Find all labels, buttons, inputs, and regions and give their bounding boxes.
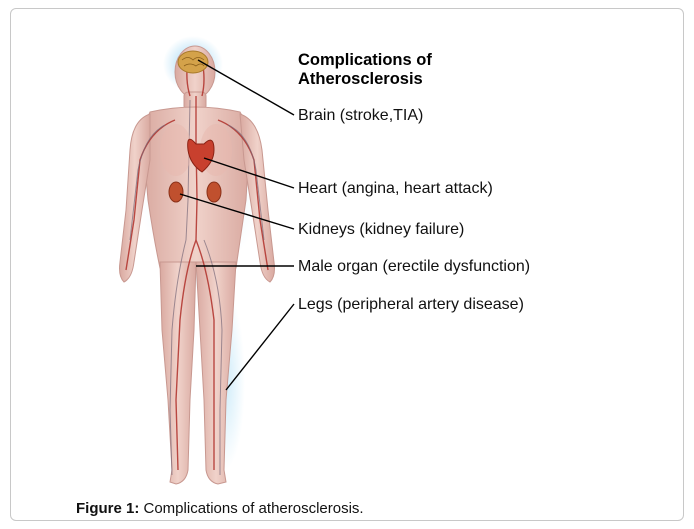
label-legs: Legs (peripheral artery disease): [298, 296, 524, 314]
label-male-organ: Male organ (erectile dysfunction): [298, 258, 530, 276]
figure-caption: Figure 1: Complications of atheroscleros…: [76, 500, 364, 517]
right-kidney: [207, 182, 221, 202]
diagram-title-line2: Atherosclerosis: [298, 70, 558, 89]
body-silhouette: [120, 46, 275, 484]
caption-prefix: Figure 1:: [76, 500, 139, 517]
diagram-title-line1: Complications of: [298, 51, 558, 70]
left-lung: [160, 124, 192, 176]
left-kidney: [169, 182, 183, 202]
label-heart: Heart (angina, heart attack): [298, 180, 493, 198]
brain-leader: [198, 60, 294, 115]
diagram-title: Complications of Atherosclerosis: [298, 51, 558, 89]
label-kidneys: Kidneys (kidney failure): [298, 221, 464, 239]
brain-organ: [178, 51, 208, 73]
label-brain: Brain (stroke,TIA): [298, 107, 423, 125]
caption-text: Complications of atherosclerosis.: [139, 500, 363, 517]
